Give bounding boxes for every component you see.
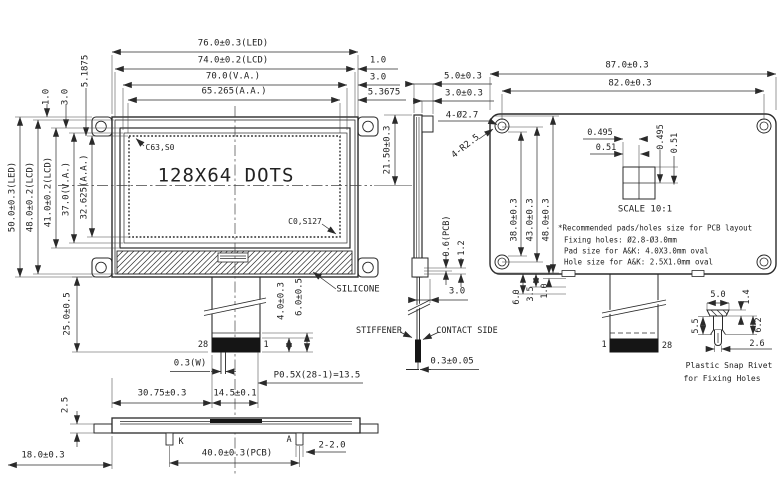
front_view-dim-height-aa: 32.625(A.A.)	[79, 154, 90, 220]
rivet-detail	[698, 299, 772, 353]
front_view-dim-tail-width: 14.5±0.1	[213, 388, 257, 399]
front_view-corner-ref-bottom-right: C0,S127	[288, 217, 322, 226]
scale_detail-dim-pitch-h: 0.51	[595, 142, 617, 153]
bottom_view-pin-a-label: A	[286, 434, 292, 445]
scale_detail-dim-dot-height: 0.495	[655, 124, 666, 150]
front_view-dim-offset-3075: 30.75±0.3	[137, 388, 187, 399]
back_view-dim-tail-6: 6.0	[511, 289, 522, 305]
rivet_detail-caption-2: for Fixing Holes	[683, 374, 761, 383]
front_view-dim-width-va: 70.0(V.A.)	[205, 71, 261, 82]
front_view-dim-connector-6: 6.0±0.5	[294, 278, 305, 316]
front_view-dim-width-aa: 65.265(A.A.)	[201, 86, 267, 97]
side_view-dim-12: 1.2	[456, 240, 467, 256]
side_view-dim-tail-offset-3: 3.0	[448, 286, 466, 297]
front_view-dim-gap-left-5: 5.1875	[80, 54, 91, 88]
front_view-dim-pin-width: 0.3(W)	[173, 358, 207, 369]
rivet_detail-dim-head-width: 5.0	[710, 289, 726, 300]
bottom-view	[7, 411, 379, 469]
front_view-dim-connector-4: 4.0±0.3	[276, 282, 287, 320]
scale-detail	[583, 135, 678, 200]
back_view-dim-corner-r: 4-R2.5	[449, 132, 482, 161]
bottom_view-pin-k-label: K	[178, 436, 184, 447]
front_view-silicone-label: SILICONE	[336, 284, 380, 295]
rivet_detail-caption-1: Plastic Snap Rivet	[685, 361, 773, 370]
front_view-dim-height-lcd: 48.0±0.2(LCD)	[25, 161, 36, 233]
scale_detail-dim-dot-width: 0.495	[587, 127, 613, 138]
scale_detail-scale-label: SCALE 10:1	[617, 204, 673, 215]
back_view-dim-width-82: 82.0±0.3	[608, 78, 652, 89]
rivet_detail-dim-body-55: 5.5	[690, 318, 701, 334]
back_view-note-line-3: Pad size for A&K: 4.0X3.0mm oval	[564, 246, 709, 256]
rivet_detail-dim-head-height: 1.4	[741, 289, 752, 305]
side_view-dim-thickness-5: 5.0±0.3	[444, 71, 482, 82]
back_view-dim-tail-35: 3.5	[525, 286, 536, 302]
side_view-stiffener-label: STIFFENER	[355, 325, 403, 336]
front_view-dim-width-lcd: 74.0±0.2(LCD)	[197, 55, 269, 66]
back_view-note-line-1: *Recommended pads/holes size for PCB lay…	[558, 223, 753, 233]
side-view	[399, 80, 494, 373]
front_view-dim-gap-right-1: 1.0	[369, 55, 387, 66]
side_view-dim-thickness-3: 3.0±0.3	[445, 88, 483, 99]
bottom_view-dim-thickness-25: 2.5	[60, 396, 71, 414]
back_view-pin-1-label: 1	[601, 339, 607, 350]
front_view-dim-pitch: P0.5X(28-1)=13.5	[273, 370, 361, 381]
side_view-contact-side-label: CONTACT SIDE	[436, 325, 498, 336]
back_view-dim-height-48: 48.0±0.3	[541, 198, 552, 242]
front_view-corner-ref-top-left: C63,S0	[145, 143, 175, 152]
back_view-note-line-2: Fixing holes: Ø2.8-Ø3.0mm	[564, 235, 677, 245]
back_view-dim-height-43: 43.0±0.3	[525, 198, 536, 242]
front_view-dim-height-half: 21.50±0.3	[382, 125, 393, 175]
side_view-dim-pcb-06: 0.6(PCB)	[441, 215, 452, 257]
front_view-dim-gap-right-5: 5.3675	[367, 87, 401, 98]
back_view-pin-28-label: 28	[661, 340, 673, 351]
back_view-dim-tail-1: 1.0	[539, 283, 550, 299]
front_view-dim-height-bezel: 41.0±0.2(LCD)	[43, 156, 54, 228]
front_view-pin-28-label: 28	[197, 339, 209, 350]
front_view-dim-height-va: 37.0(V.A.)	[61, 161, 72, 217]
back_view-dim-height-38: 38.0±0.3	[509, 198, 520, 242]
front-view	[58, 106, 379, 474]
side_view-dim-fpc-03: 0.3±0.05	[430, 356, 474, 367]
front_view-dim-gap-right-3: 3.0	[369, 72, 387, 83]
scale_detail-dim-pitch-v: 0.51	[669, 132, 680, 154]
back_view-dim-holes: 4-Ø2.7	[445, 110, 479, 121]
front_view-pin-1-label: 1	[263, 339, 269, 350]
front_view-dim-tail-25: 25.0±0.5	[62, 292, 73, 336]
front_view-dim-height-led: 50.0±0.3(LED)	[7, 161, 18, 233]
front_view-dim-width-led: 76.0±0.3(LED)	[197, 38, 269, 49]
front_view-dim-gap-left-3: 3.0	[60, 88, 71, 106]
bottom_view-dim-pcb-40: 40.0±0.3(PCB)	[201, 448, 273, 459]
rivet_detail-dim-stem-26: 2.6	[749, 338, 765, 349]
bottom_view-dim-edge-18: 18.0±0.3	[21, 450, 65, 461]
bottom_view-dim-pin-2x2: 2-2.0	[318, 440, 346, 451]
back_view-note-line-4: Hole size for A&K: 2.5X1.0mm oval	[564, 257, 714, 267]
front-view-dimensions	[15, 48, 412, 408]
front_view-dim-gap-left-1: 1.0	[41, 88, 52, 106]
rivet_detail-dim-body-62: 6.2	[753, 317, 764, 333]
back_view-dim-width-87: 87.0±0.3	[605, 60, 649, 71]
front_view-display-text: 128X64 DOTS	[157, 164, 295, 187]
